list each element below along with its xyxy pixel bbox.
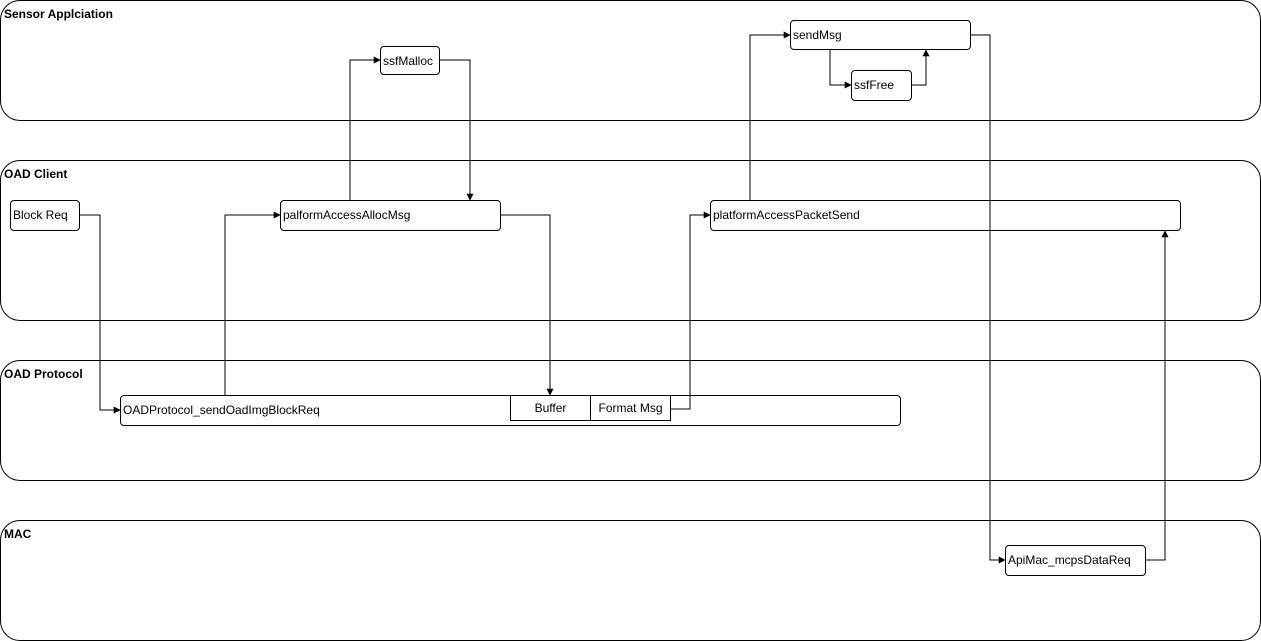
arrow-ssfmalloc-to-allocmsg	[440, 59, 474, 201]
format-msg-cell: Format Msg	[590, 395, 671, 421]
lane-title: OAD Protocol	[4, 367, 83, 381]
block-req-node: Block Req	[10, 200, 80, 231]
arrow-protocol-to-allocmsg	[224, 211, 281, 395]
lane-title: OAD Client	[4, 167, 68, 181]
arrow-apimac-to-packetsend	[1146, 230, 1169, 561]
lane-title: MAC	[4, 527, 32, 541]
arrow-formatmsg-to-packetsend	[671, 211, 711, 410]
arrow-blockreq-to-protocol	[80, 214, 121, 414]
ssfmalloc-node: ssfMalloc	[380, 46, 440, 75]
platform-access-packet-send-node: platformAccessPacketSend	[710, 200, 1181, 231]
arrow-ssffree-to-sendmsg	[912, 49, 930, 86]
ssffree-node: ssfFree	[851, 70, 912, 101]
apimac-data-req-node: ApiMac_mcpsDataReq	[1005, 545, 1146, 576]
lane-title: Sensor Applciation	[4, 7, 113, 21]
lane-oad-client: OAD Client	[0, 160, 1261, 321]
buffer-cell: Buffer	[510, 395, 591, 421]
arrow-sendmsg-to-ssffree	[829, 50, 852, 89]
arrow-packetsend-to-sendmsg	[749, 31, 791, 200]
palform-access-alloc-msg-node: palformAccessAllocMsg	[280, 200, 501, 231]
arrow-sendmsg-to-apimac	[971, 34, 1006, 564]
sendmsg-node: sendMsg	[790, 20, 971, 50]
arrow-allocmsg-to-buffer	[501, 214, 554, 396]
lane-sensor-application: Sensor Applciation	[0, 0, 1261, 121]
arrow-allocmsg-to-ssfmalloc	[349, 56, 381, 200]
